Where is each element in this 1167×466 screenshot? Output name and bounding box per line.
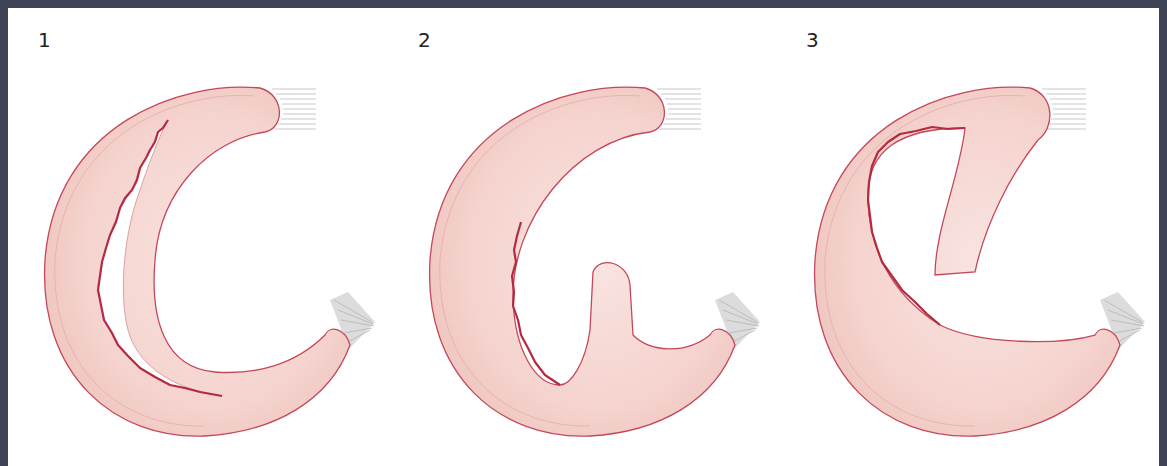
figure-number: 3 <box>806 30 819 50</box>
figure-number: 2 <box>418 30 431 50</box>
figure-number: 1 <box>38 30 51 50</box>
